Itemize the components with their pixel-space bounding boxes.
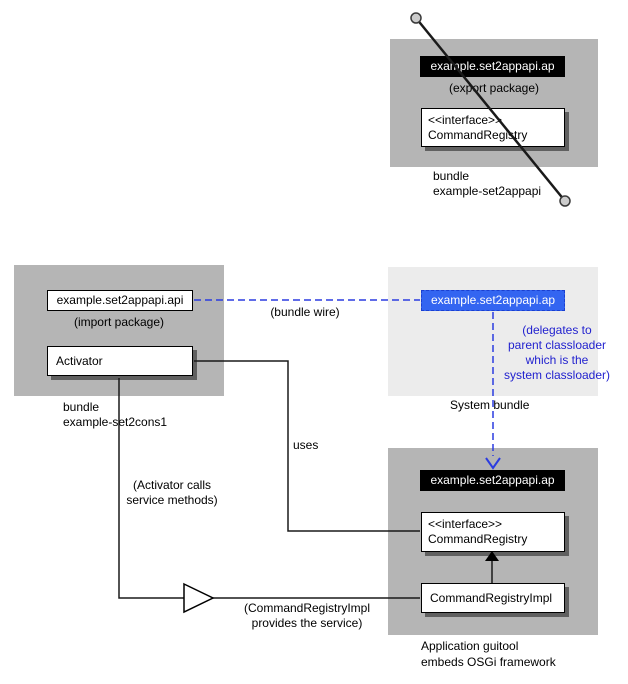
triangle-right-icon [183, 582, 215, 614]
commandregistryimpl-class-box: CommandRegistryImpl [421, 583, 565, 613]
application-package-label: example.set2appapi.ap [420, 470, 565, 491]
consumer-bundle-panel [14, 265, 224, 396]
export-commandregistry-interface-box: <<interface>> CommandRegistry [421, 108, 565, 147]
import-package-box: example.set2appapi.api [47, 290, 193, 311]
provides-service-note: (CommandRegistryImpl provides the servic… [243, 601, 371, 630]
system-package-box: example.set2appapi.ap [421, 290, 565, 311]
activator-class-box: Activator [47, 346, 193, 376]
system-bundle-caption: System bundle [450, 398, 530, 412]
connector-endpoint-circle-bottom [559, 195, 571, 207]
interface-stereotype: <<interface>> [428, 517, 503, 531]
activator-calls-note: (Activator calls service methods) [126, 478, 218, 507]
uses-label: uses [293, 438, 319, 452]
application-commandregistry-interface-box: <<interface>> CommandRegistry [421, 512, 565, 552]
consumer-bundle-caption: bundle example-set2cons1 [63, 400, 168, 429]
interface-name: CommandRegistry [428, 128, 528, 142]
system-delegation-note: (delegates to parent classloader which i… [503, 323, 611, 382]
import-package-note: (import package) [73, 315, 165, 329]
export-bundle-caption: bundle example-set2appapi [433, 169, 542, 198]
export-package-note: (export package) [448, 81, 540, 95]
export-package-label: example.set2appapi.ap [420, 56, 565, 77]
interface-stereotype: <<interface>> [428, 113, 503, 127]
application-caption: Application guitool embeds OSGi framewor… [421, 639, 556, 669]
bundle-wire-label: (bundle wire) [270, 305, 340, 319]
interface-name: CommandRegistry [428, 532, 528, 546]
connector-endpoint-circle-top [410, 12, 422, 24]
